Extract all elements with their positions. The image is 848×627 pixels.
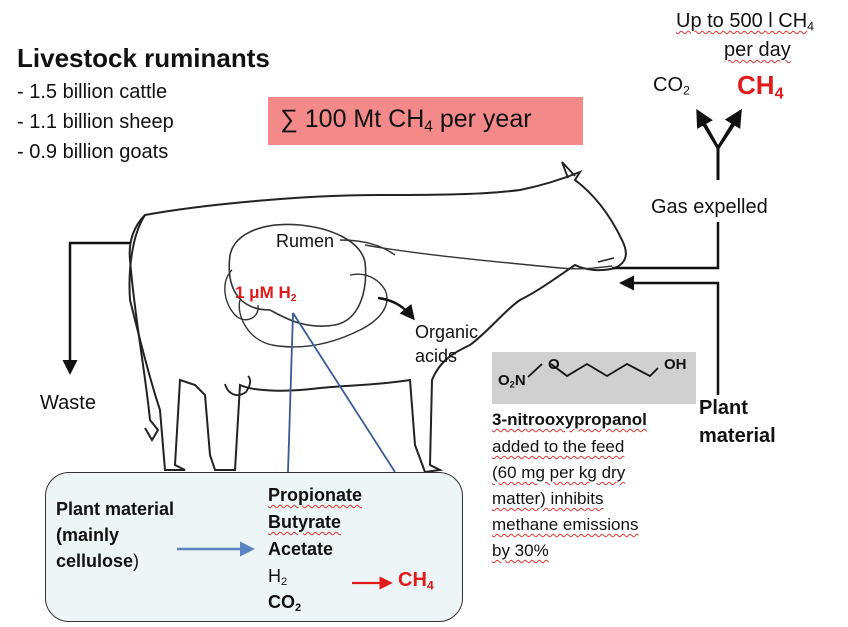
waste-label: Waste bbox=[40, 392, 96, 414]
daily-methane-line2: per day bbox=[724, 39, 791, 61]
cow-ear bbox=[561, 161, 576, 179]
total-methane-label: ∑ 100 Mt CH4 per year bbox=[280, 105, 532, 136]
box-input-line2: (mainly bbox=[56, 525, 120, 545]
gas-line bbox=[612, 222, 720, 270]
total-methane-highlight bbox=[268, 97, 583, 145]
cow-tail bbox=[128, 214, 160, 442]
livestock-item-cattle: - 1.5 billion cattle bbox=[17, 81, 168, 103]
plant-material-line2: material bbox=[699, 425, 776, 447]
livestock-title: Livestock ruminants bbox=[17, 43, 270, 73]
additive-line-5: by 30% bbox=[492, 541, 549, 560]
cow-mouth bbox=[597, 257, 615, 263]
product-hydrogen: H2 bbox=[268, 566, 288, 589]
product-butyrate: Butyrate bbox=[268, 512, 342, 532]
organic-acids-line2: acids bbox=[415, 346, 458, 366]
plant-material-line1: Plant bbox=[699, 397, 748, 419]
box-input-line1: Plant material bbox=[56, 499, 175, 519]
additive-line-2: (60 mg per kg dry bbox=[492, 463, 626, 482]
molecule-structure-box bbox=[492, 352, 696, 404]
rumen-organ bbox=[228, 223, 367, 327]
box-ch4-output: CH4 bbox=[398, 569, 434, 593]
hydrogen-concentration-label: 1 μM H2 bbox=[235, 283, 297, 304]
molecule-bonds bbox=[527, 362, 659, 378]
product-propionate: Propionate bbox=[268, 485, 363, 505]
ch4-label: CH4 bbox=[737, 70, 784, 103]
rumen-inner bbox=[238, 273, 388, 348]
organic-acids-arrow bbox=[377, 296, 415, 321]
livestock-item-sheep: - 1.1 billion sheep bbox=[17, 111, 174, 133]
additive-name: 3-nitrooxypropanol bbox=[492, 410, 647, 429]
molecule-oxygen: O bbox=[548, 356, 560, 373]
intestine bbox=[224, 239, 396, 321]
additive-line-1: added to the feed bbox=[492, 437, 625, 456]
box-input-line3: cellulose) bbox=[56, 551, 140, 571]
molecule-nitro-group: O2N bbox=[498, 372, 526, 390]
additive-line-4: methane emissions bbox=[492, 515, 639, 534]
product-acetate: Acetate bbox=[268, 539, 334, 559]
co2-label: CO2 bbox=[653, 74, 690, 98]
zoom-lines bbox=[287, 312, 396, 473]
livestock-item-goats: - 0.9 billion goats bbox=[17, 141, 169, 163]
additive-line-3: matter) inhibits bbox=[492, 489, 604, 508]
organic-acids-line1: Organic bbox=[415, 322, 479, 342]
product-co2: CO2 bbox=[268, 592, 302, 615]
daily-methane-line1: Up to 500 l CH4 bbox=[676, 10, 815, 34]
esophagus bbox=[364, 244, 613, 270]
feed-arrow bbox=[619, 275, 720, 395]
gas-expelled-label: Gas expelled bbox=[651, 196, 768, 218]
cow-udder bbox=[224, 375, 252, 396]
rumen-label: Rumen bbox=[276, 231, 335, 251]
cow-outline bbox=[128, 169, 627, 474]
molecule-hydroxyl: OH bbox=[664, 356, 687, 373]
waste-arrow bbox=[62, 241, 130, 375]
